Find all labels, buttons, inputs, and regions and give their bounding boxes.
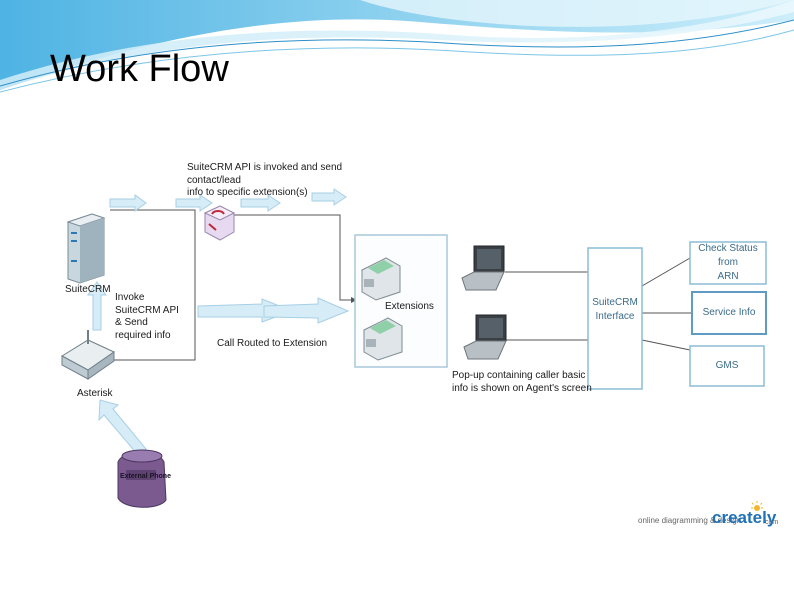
flow-arrow-3 — [240, 194, 281, 212]
creately-logo-icon — [751, 501, 763, 511]
flow-arrow-2 — [175, 194, 213, 212]
desk-phone-icon-2 — [363, 317, 403, 361]
laptop-icon-1 — [461, 245, 505, 291]
external-phone-icon — [117, 449, 167, 508]
call-routed-caption: Call Routed to Extension — [217, 338, 328, 349]
api-cube-icon — [203, 205, 236, 241]
flow-arrows — [87, 188, 350, 456]
popup-caption: Pop-up containing caller basic info is s… — [452, 370, 592, 394]
asterisk-label: Asterisk — [77, 388, 113, 399]
connector-asterisk-up — [100, 235, 196, 361]
asterisk-router-icon — [60, 330, 116, 380]
laptop-icon-2 — [463, 314, 507, 360]
slide-title: Work Flow — [50, 48, 229, 90]
flow-arrow-1 — [109, 194, 147, 212]
suitecrm-label: SuiteCRM — [65, 284, 111, 295]
header-swoosh — [0, 0, 794, 93]
flow-arrow-from-phone — [98, 399, 147, 456]
suitecrm-interface-label: SuiteCRM Interface — [592, 297, 638, 322]
flow-arrow-call-2 — [263, 297, 350, 324]
connector-api-to-extensions — [230, 214, 357, 303]
desk-phone-icon-1 — [361, 257, 401, 301]
option-label-service-info: Service Info — [702, 307, 756, 318]
connector-server-to-api — [110, 209, 196, 235]
connector-to-option3 — [641, 339, 691, 351]
server-icon — [66, 213, 106, 284]
connector-lines — [100, 209, 692, 361]
extensions-label: Extensions — [385, 301, 434, 312]
option-label-gms: GMS — [715, 360, 739, 371]
invoke-caption: Invoke SuiteCRM API & Send required info — [115, 292, 179, 341]
flow-arrow-4 — [311, 188, 347, 206]
branding-tagline: online diagramming & design — [638, 516, 742, 525]
branding-suffix: .com — [763, 519, 779, 526]
flow-arrow-up-server — [87, 281, 107, 331]
branding-name: creately — [712, 508, 777, 527]
suitecrm-interface-box — [587, 247, 643, 390]
external-phone-label: External Phone — [120, 473, 171, 480]
option-box-check-status — [689, 241, 767, 285]
option-label-check-status: Check Status from ARN — [698, 243, 758, 282]
connector-to-option1 — [641, 257, 691, 287]
api-caption: SuiteCRM API is invoked and send contact… — [187, 162, 343, 198]
option-box-service-info — [691, 291, 767, 335]
option-box-gms — [689, 345, 765, 387]
